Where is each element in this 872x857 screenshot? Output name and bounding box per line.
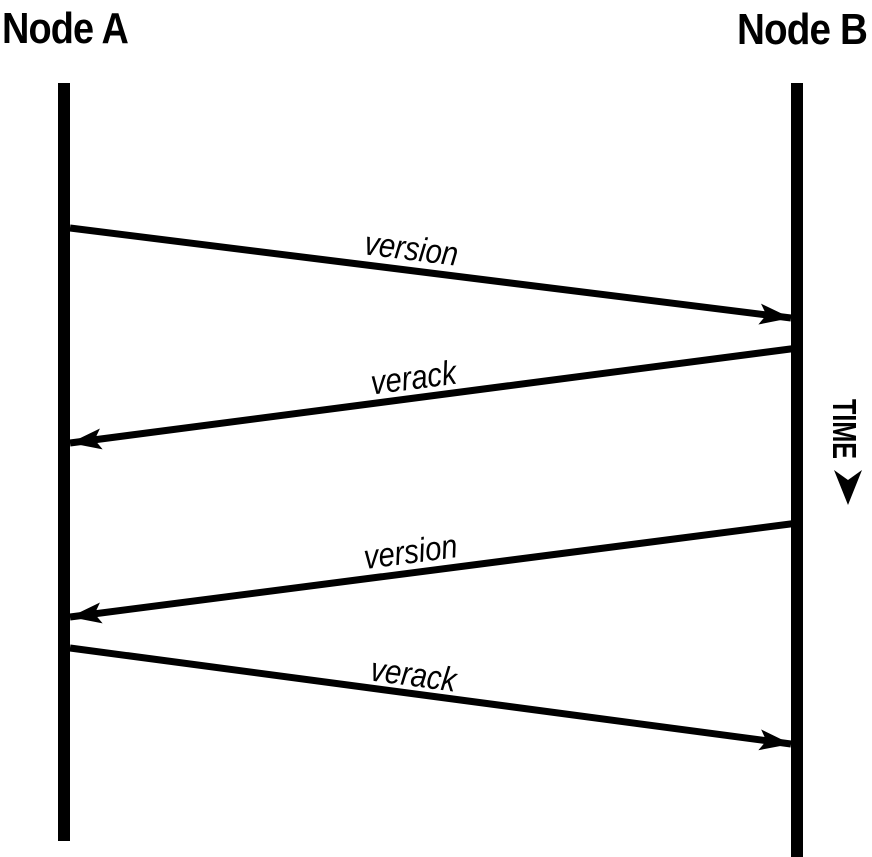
lifeline-node-b (791, 83, 803, 857)
node-b-label: Node B (737, 5, 867, 54)
message-arrow-version-a-to-b (69, 224, 792, 325)
node-a-label: Node A (2, 4, 128, 53)
time-axis-down-arrow-icon (834, 470, 862, 505)
lifeline-node-a (58, 83, 70, 841)
time-axis-label: TIME (826, 399, 863, 459)
message-arrow-verack-a-to-b (69, 644, 792, 751)
message-arrow-verack-b-to-a (69, 344, 799, 450)
message-arrow-version-b-to-a (69, 519, 799, 624)
